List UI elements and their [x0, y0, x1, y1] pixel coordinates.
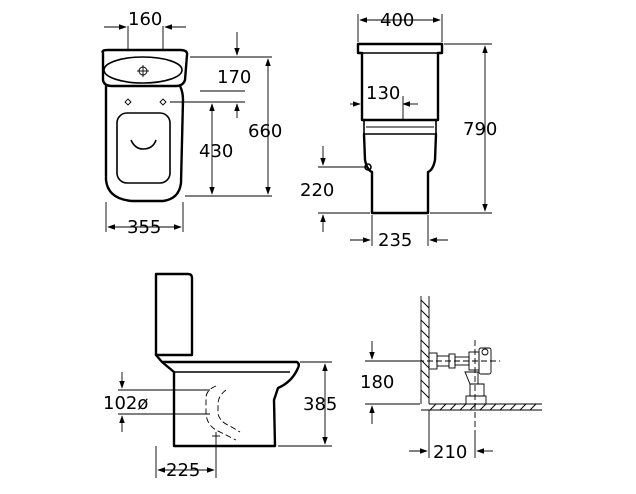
wall-hatch — [420, 296, 430, 408]
dim-130: 130 — [366, 83, 400, 104]
cistern-front-outline — [356, 42, 444, 122]
dim-355: 355 — [127, 217, 161, 238]
side-view: 400 790 130 220 235 — [300, 10, 497, 251]
cistern-plan-outline — [101, 48, 189, 88]
bowl-side-outline — [154, 353, 300, 448]
dim-210: 210 — [433, 442, 467, 463]
trap-outline — [205, 385, 241, 441]
fixing-point-right — [159, 98, 167, 106]
dim-400: 400 — [380, 10, 414, 31]
dim-790: 790 — [463, 119, 497, 140]
dim-225: 225 — [166, 460, 200, 481]
dim-180: 180 — [360, 372, 394, 393]
bowl-front-outline — [362, 132, 438, 215]
dim-430: 430 — [199, 141, 233, 162]
outlet-pipe-fittings — [464, 371, 487, 405]
seat-plan-outline — [116, 112, 171, 184]
dim-102-diameter: 102ø — [103, 393, 148, 414]
flush-button-cross — [137, 65, 149, 77]
dim-660: 660 — [248, 121, 282, 142]
dim-385: 385 — [303, 394, 337, 415]
tank-basin-oval — [103, 56, 183, 84]
seat-front-notch — [130, 139, 157, 150]
cistern-side-outline — [154, 272, 194, 357]
profile-view: 102ø 385 225 — [103, 272, 337, 481]
dim-160: 160 — [128, 9, 162, 30]
dim-235: 235 — [378, 230, 412, 251]
fixing-point-left — [124, 98, 132, 106]
floor-hatch — [421, 403, 542, 411]
bowl-plan-outline — [104, 84, 185, 203]
installation-view: 180 210 — [360, 296, 542, 463]
dim-220: 220 — [300, 180, 334, 201]
dim-170: 170 — [217, 67, 251, 88]
outlet-centre-mark — [212, 432, 220, 440]
top-view: 160 170 430 660 355 — [101, 9, 282, 238]
